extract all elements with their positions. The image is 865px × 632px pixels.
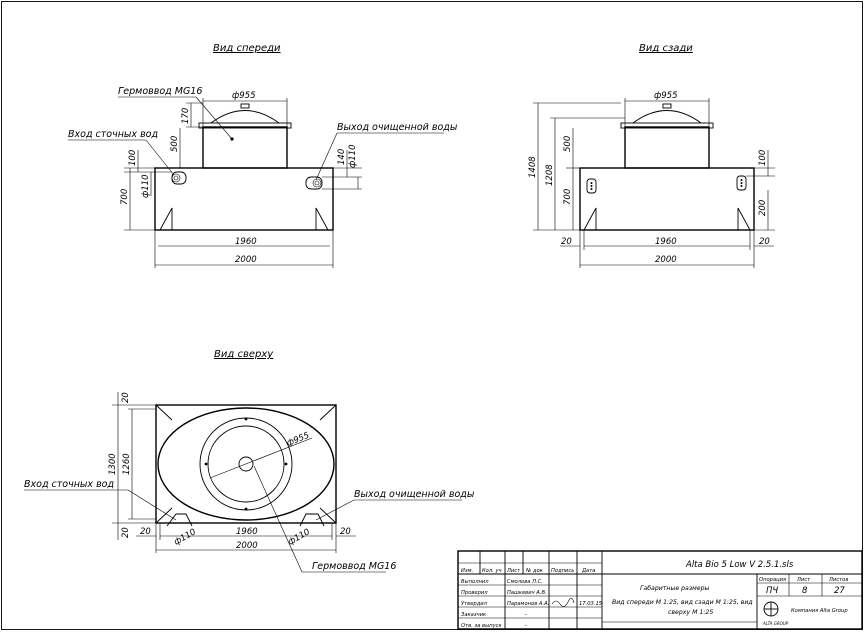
tb-name-3: -	[525, 612, 527, 618]
tb-desc-title: Габаритные размеры	[640, 584, 710, 592]
rear-tank-body	[579, 167, 755, 231]
tb-name-1: Пашкевич А.В.	[507, 590, 547, 596]
tb-stage: ПЧ	[766, 586, 778, 596]
svg-text:1260: 1260	[122, 453, 132, 475]
svg-text:200: 200	[758, 200, 768, 216]
svg-text:2000: 2000	[655, 255, 677, 265]
svg-text:1408: 1408	[528, 156, 538, 178]
front-hermovvod-label: Гермоввод MG16	[118, 86, 202, 97]
svg-text:20: 20	[121, 392, 131, 403]
svg-text:ф110: ф110	[173, 527, 198, 547]
front-outlet-label: Выход очищенной воды	[337, 122, 458, 133]
svg-text:100: 100	[758, 150, 768, 166]
svg-text:20: 20	[561, 237, 572, 247]
front-left-support	[159, 207, 173, 231]
front-lid-ring	[198, 122, 292, 129]
company-logo: ALTA GROUP	[762, 601, 789, 626]
tb-role-2: Утвердил	[461, 601, 488, 607]
front-view: Вид спереди Гермоввод MG16 Вход сточных …	[68, 43, 458, 268]
tb-header-list: Лист	[506, 568, 521, 574]
top-view-title: Вид сверху	[214, 349, 274, 360]
rear-outlet-port	[736, 175, 747, 191]
rear-inlet-port	[586, 178, 597, 194]
tb-header-izm: Изм.	[461, 568, 473, 574]
tb-desc-body-2: сверху М 1:25	[668, 609, 713, 616]
svg-text:2000: 2000	[235, 255, 257, 265]
tb-sheets-header: Листов	[828, 577, 848, 583]
top-hatch-inner	[207, 425, 285, 503]
tb-company: Компания Alta Group	[791, 608, 848, 614]
rear-view-title: Вид сзади	[639, 43, 693, 54]
svg-text:ф110: ф110	[287, 527, 312, 547]
tb-date-2: 17.03.15	[579, 601, 603, 607]
tb-doc-name: Alta Bio 5 Low V 2.5.1.sls	[685, 560, 794, 570]
svg-text:500: 500	[170, 136, 180, 152]
rear-neck	[624, 126, 710, 169]
tb-signature	[551, 597, 575, 607]
svg-text:20: 20	[140, 527, 151, 537]
front-outlet-pipe	[305, 176, 323, 190]
svg-text:1960: 1960	[655, 237, 677, 247]
svg-text:140: 140	[337, 149, 347, 165]
tb-name-4: -	[525, 623, 527, 629]
front-neck	[202, 126, 288, 169]
svg-text:ф955: ф955	[654, 91, 678, 101]
top-hermovvod-label: Гермоввод MG16	[312, 561, 396, 572]
tb-stage-header: Опорация	[759, 577, 786, 583]
front-lid-knob	[240, 103, 250, 109]
svg-text:20: 20	[340, 527, 351, 537]
svg-text:ALTA GROUP: ALTA GROUP	[762, 621, 789, 626]
svg-text:20: 20	[121, 527, 131, 538]
top-tank-ellipse	[157, 407, 335, 521]
svg-text:1960: 1960	[235, 237, 257, 247]
svg-text:1300: 1300	[108, 453, 118, 475]
svg-text:100: 100	[128, 150, 138, 166]
top-outlet-label: Выход очищенной воды	[354, 489, 475, 500]
svg-text:700: 700	[563, 189, 573, 205]
tb-role-3: Заказчик	[461, 612, 487, 618]
top-view: Вид сверху ф955 Вход сточных вод Выход о…	[24, 349, 475, 573]
svg-text:1960: 1960	[236, 527, 258, 537]
svg-text:700: 700	[120, 189, 130, 205]
front-tank-body	[154, 167, 334, 231]
svg-text:2000: 2000	[236, 541, 258, 551]
tb-sheets: 27	[834, 586, 845, 596]
svg-text:500: 500	[563, 136, 573, 152]
tb-name-2: Парамонов А.А.	[507, 601, 549, 607]
svg-text:170: 170	[181, 108, 191, 124]
top-tank-outline	[155, 404, 337, 524]
svg-text:ф955: ф955	[232, 91, 256, 101]
front-view-title: Вид спереди	[213, 43, 281, 54]
top-hatch-center	[238, 456, 254, 472]
svg-text:ф110: ф110	[141, 175, 151, 199]
svg-text:20: 20	[759, 237, 770, 247]
front-inlet-label: Вход сточных вод	[68, 129, 158, 140]
tb-sheet-header: Лист	[796, 577, 811, 583]
front-right-support	[315, 207, 329, 231]
tb-header-kol: Кол. уч	[482, 568, 502, 574]
top-inlet-label: Вход сточных вод	[24, 479, 114, 490]
tb-name-0: Смолова Л.С.	[507, 579, 543, 585]
svg-text:ф110: ф110	[348, 145, 358, 169]
svg-text:ф955: ф955	[285, 431, 311, 449]
tb-sheet: 8	[802, 586, 808, 596]
tb-role-0: Выполнил	[461, 579, 489, 585]
svg-text:1208: 1208	[545, 164, 555, 186]
tb-role-4: Отв. за выпуск	[461, 623, 503, 629]
front-lid-dome	[210, 110, 280, 124]
title-block: Изм. Кол. уч Лист № док Подпись Дата Вып…	[457, 550, 863, 630]
tb-header-ndoc: № док	[525, 568, 544, 574]
tb-desc-body-1: Вид спереди М 1:25, вид сзади М 1:25, ви…	[612, 599, 753, 606]
tb-header-podp: Подпись	[551, 568, 574, 574]
tb-header-data: Дата	[581, 568, 595, 574]
tb-role-1: Проверил	[461, 590, 488, 596]
rear-view: Вид сзади ф955 1408 1208 500 700	[528, 43, 775, 268]
